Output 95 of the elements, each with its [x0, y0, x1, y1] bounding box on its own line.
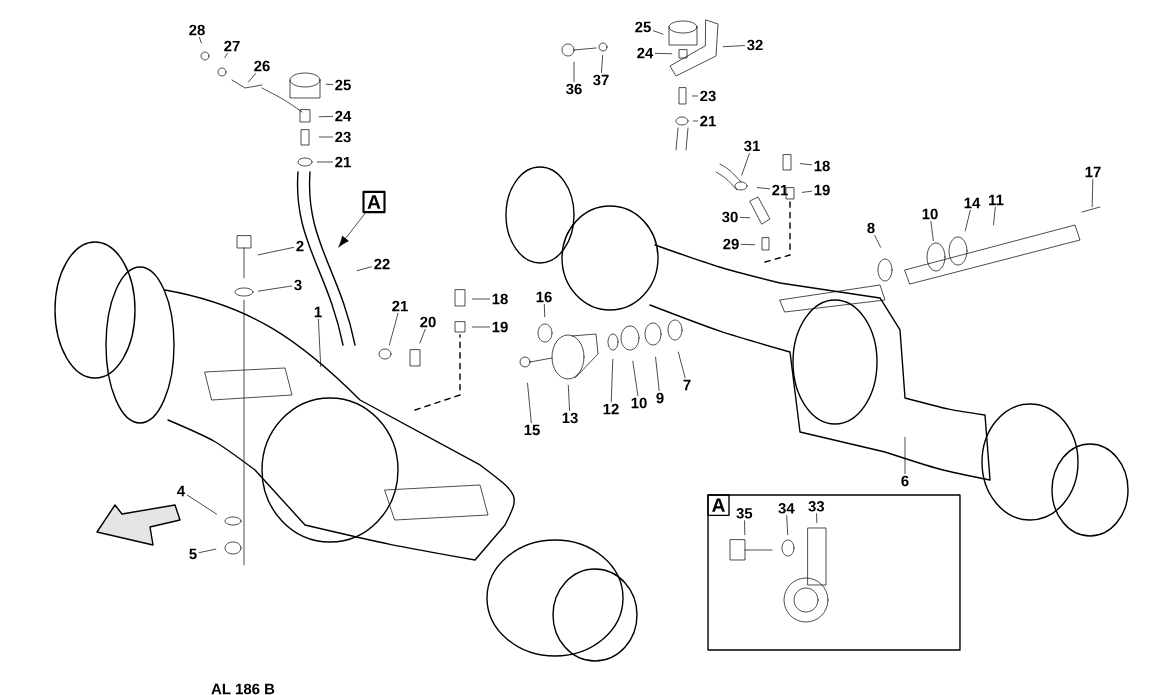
leader-line [257, 285, 293, 292]
leader-line [722, 45, 745, 48]
leader-line [527, 382, 532, 424]
leader-line [964, 209, 971, 232]
leader-line [567, 384, 570, 411]
leader-line [318, 116, 333, 118]
leader-line [198, 548, 217, 553]
leader-line [653, 30, 664, 35]
callout-number: 21 [700, 115, 716, 127]
callout-number: 14 [964, 197, 981, 209]
callout-number: 16 [536, 291, 552, 303]
leader-line [816, 513, 818, 524]
callout-number: 19 [492, 321, 508, 333]
leader-line [610, 358, 614, 403]
leader-line [199, 37, 202, 44]
callout-number: 21 [335, 156, 351, 168]
callout-number: 15 [524, 424, 540, 436]
leader-line [471, 326, 490, 328]
callout-number: 4 [177, 485, 186, 497]
detail-reference-box: A [362, 190, 386, 214]
leader-line [248, 73, 257, 83]
callout-number: 3 [294, 279, 302, 291]
leader-line [601, 54, 603, 73]
callout-number: 20 [420, 316, 436, 328]
callout-number: 37 [593, 74, 609, 86]
leader-line [993, 206, 996, 226]
leader-line [471, 298, 490, 300]
callout-number: 7 [683, 379, 691, 391]
callout-number: 34 [778, 503, 795, 514]
callout-number: 29 [723, 238, 739, 250]
callout-number: 10 [631, 397, 647, 409]
callout-number: 30 [722, 211, 738, 223]
callout-number: 23 [700, 90, 716, 102]
leader-line [655, 52, 673, 55]
callout-number: 10 [922, 208, 938, 220]
leader-line [573, 61, 575, 82]
drawing-number: AL 186 B [211, 683, 275, 695]
callout-number: 24 [335, 110, 352, 122]
leader-line [316, 161, 333, 163]
leader-line [930, 221, 934, 242]
callout-number: 36 [566, 83, 582, 95]
leader-line [257, 247, 295, 256]
callout-number: 22 [374, 258, 390, 270]
leader-line [325, 83, 333, 85]
leader-line [801, 190, 812, 193]
callout-number: 12 [603, 403, 619, 415]
callout-number: 6 [901, 475, 909, 487]
callout-number: 32 [747, 39, 763, 51]
leader-line [356, 266, 372, 271]
leader-line [741, 244, 756, 246]
leader-line [543, 304, 546, 318]
leader-line [904, 436, 906, 474]
callout-number: 18 [492, 293, 508, 305]
leader-line [678, 351, 686, 379]
leader-line [756, 187, 770, 190]
leader-line [338, 212, 366, 248]
callout-number: 18 [814, 160, 830, 172]
leader-line [655, 356, 660, 391]
callout-number: 5 [189, 548, 197, 560]
callout-number: 19 [814, 184, 830, 196]
leader-line [799, 163, 812, 166]
leader-line [691, 95, 698, 97]
callout-number: 17 [1085, 166, 1101, 178]
leader-line [419, 329, 426, 344]
leader-line [744, 520, 746, 536]
callout-number: 24 [637, 47, 654, 59]
callout-number: 27 [224, 40, 240, 52]
callout-number: 9 [656, 392, 664, 404]
callout-number: 11 [989, 194, 1004, 206]
leader-line [786, 515, 789, 536]
leader-line [1091, 178, 1094, 208]
leader-line [741, 153, 750, 176]
callout-number: 31 [744, 140, 760, 152]
callout-number: 28 [189, 24, 205, 36]
leader-line [632, 360, 639, 396]
callout-number: 35 [736, 508, 753, 519]
callout-number: 23 [335, 131, 351, 143]
callout-number: 21 [772, 184, 788, 196]
leader-line [389, 312, 399, 346]
callout-number: 21 [392, 300, 408, 312]
callout-number: 33 [808, 501, 825, 512]
leader-line [692, 120, 698, 122]
callout-number: 2 [296, 240, 304, 252]
callout-number: 25 [335, 79, 351, 91]
callout-number: 25 [635, 21, 651, 33]
leader-line [224, 52, 228, 58]
leader-line [740, 217, 751, 219]
callout-number: 13 [562, 412, 578, 424]
callout-number: 26 [254, 60, 270, 72]
leader-line [318, 136, 333, 138]
leader-line [874, 235, 881, 248]
callout-number: 8 [867, 222, 875, 234]
callout-number: 1 [314, 306, 322, 318]
leader-line [318, 318, 322, 368]
leader-line [186, 494, 217, 515]
